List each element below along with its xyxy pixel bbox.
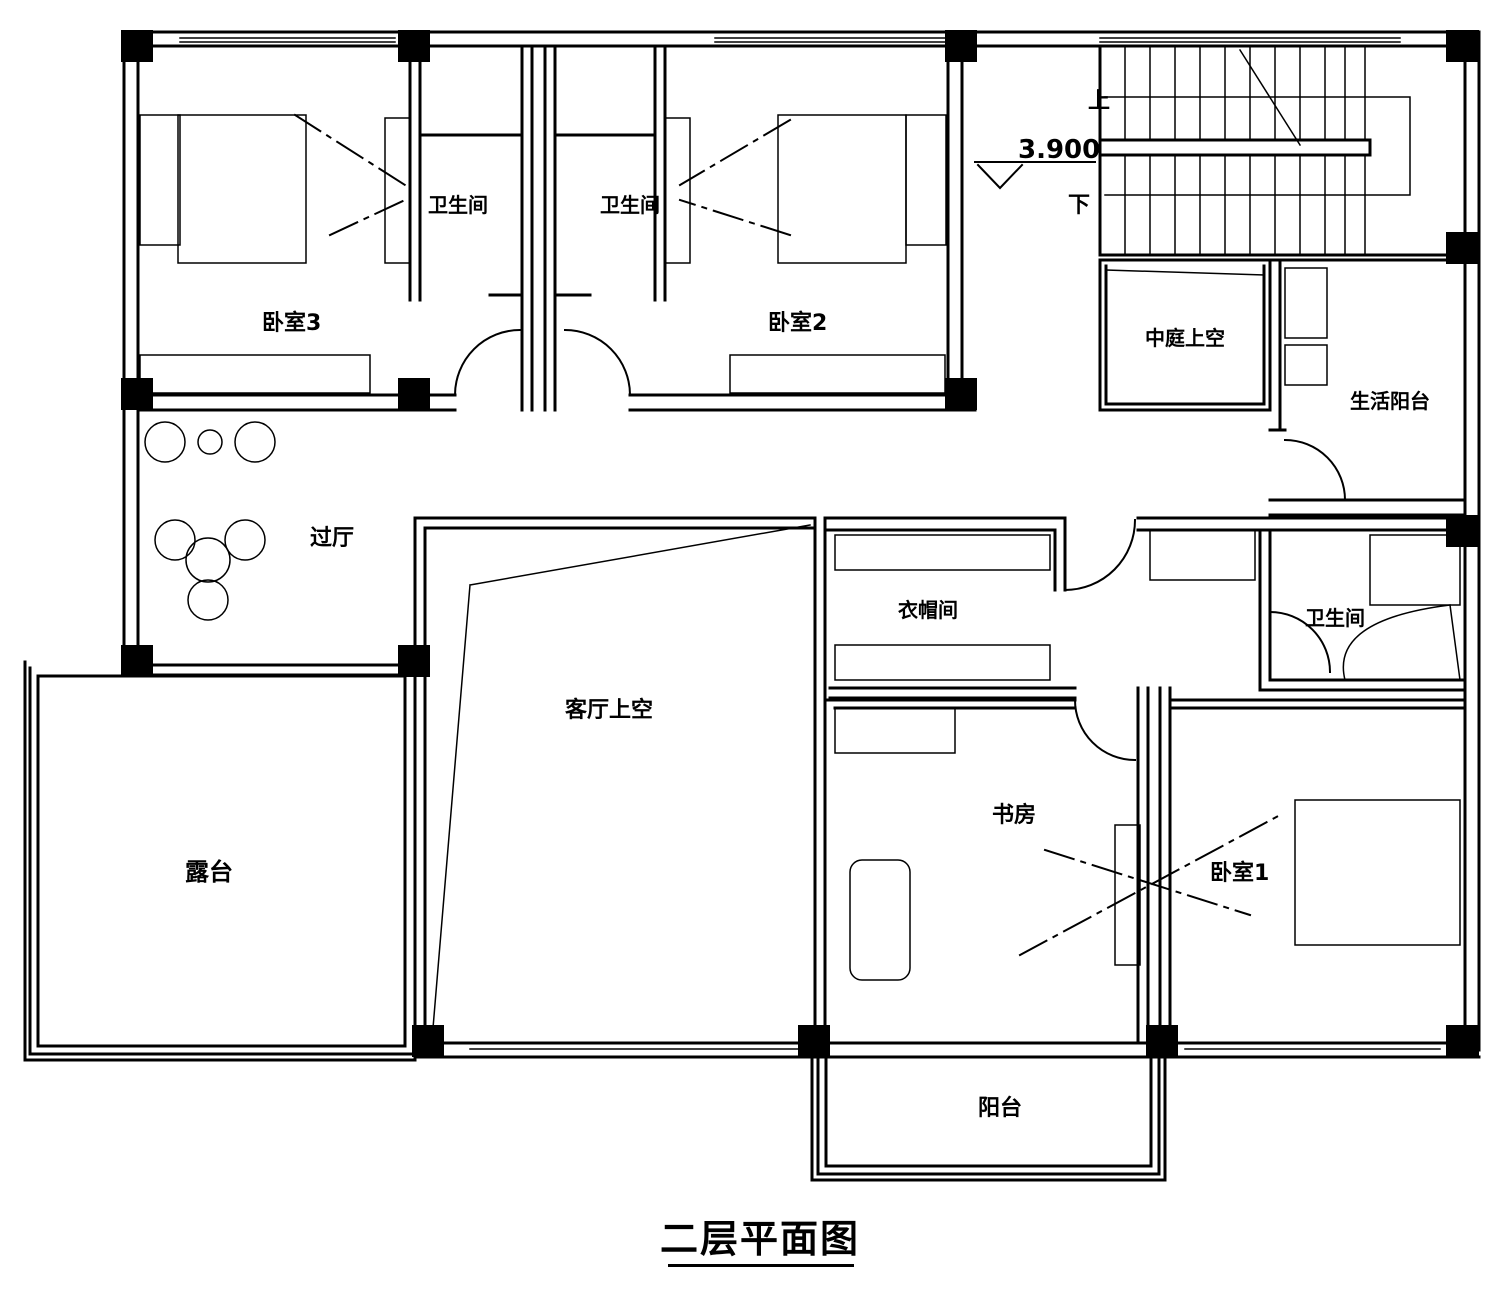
room-label-bedroom2: 卧室2 <box>768 310 827 336</box>
room-label-service-balcony: 生活阳台 <box>1350 389 1430 413</box>
room-label-terrace: 露台 <box>185 858 233 886</box>
room-label-atrium-void: 中庭上空 <box>1145 326 1225 350</box>
room-label-bathroom-right: 卫生间 <box>600 193 660 217</box>
study-bedroom1-walls <box>823 686 1467 1045</box>
balcony-outline <box>810 1055 1167 1182</box>
stair-down-label: 下 <box>1068 193 1090 218</box>
hall-furniture <box>144 421 276 621</box>
room-label-cloakroom: 衣帽间 <box>898 598 958 622</box>
atrium-walls <box>1098 258 1467 517</box>
columns <box>121 30 1479 1057</box>
room-label-balcony: 阳台 <box>978 1095 1022 1121</box>
elevation-marker <box>974 161 1096 190</box>
staircase <box>1098 44 1467 257</box>
room-label-bathroom-east: 卫生间 <box>1305 606 1365 630</box>
title-underline <box>668 1264 854 1267</box>
elevation-label: 3.900 <box>1018 135 1100 165</box>
terrace-outline <box>23 660 417 1062</box>
drawing-title: 二层平面图 <box>660 1217 861 1261</box>
room-label-hall: 过厅 <box>310 526 354 551</box>
room-label-bedroom1: 卧室1 <box>1210 860 1269 886</box>
room-label-study: 书房 <box>992 802 1036 828</box>
stair-up-label: 上 <box>1088 89 1110 114</box>
east-bathroom-walls <box>1149 528 1467 692</box>
living-void-walls <box>413 516 827 1045</box>
room-label-bedroom3: 卧室3 <box>262 310 321 336</box>
cloakroom-walls <box>823 516 1467 700</box>
room-label-bathroom-left: 卫生间 <box>428 193 488 217</box>
bedroom-furniture <box>139 113 947 397</box>
room-label-living-void: 客厅上空 <box>565 697 653 723</box>
